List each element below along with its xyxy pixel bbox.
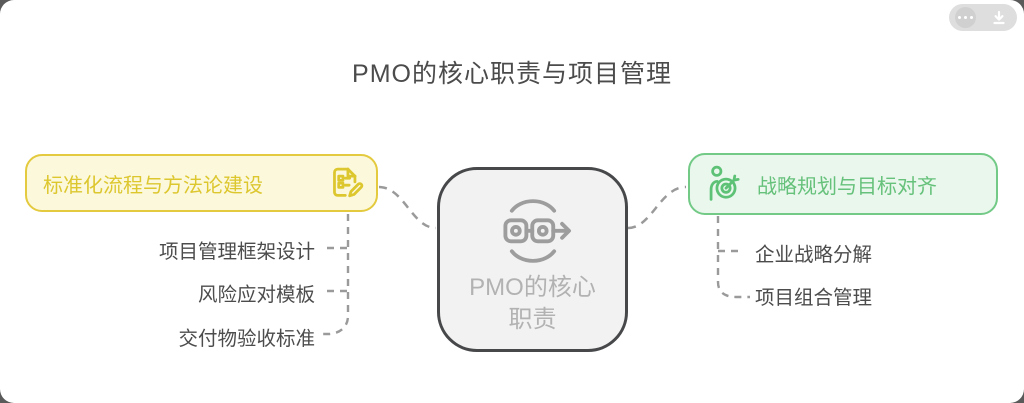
edit-document-icon bbox=[326, 164, 364, 202]
connector-left-center bbox=[378, 185, 437, 230]
connector-center-right bbox=[627, 185, 687, 230]
process-flow-icon bbox=[487, 192, 579, 270]
branch-node-standardization[interactable]: 标准化流程与方法论建设 bbox=[25, 154, 378, 212]
toolbar bbox=[949, 4, 1017, 31]
sub-item-portfolio-management[interactable]: 项目组合管理 bbox=[755, 287, 873, 309]
right-branch-stem bbox=[716, 216, 750, 299]
dot bbox=[963, 15, 968, 20]
branch-label: 标准化流程与方法论建设 bbox=[43, 174, 263, 197]
branch-node-strategy[interactable]: 战略规划与目标对齐 bbox=[688, 153, 998, 215]
sub-item-strategy-decomposition[interactable]: 企业战略分解 bbox=[755, 244, 873, 266]
dot bbox=[957, 15, 962, 20]
center-node-pmo[interactable]: PMO的核心职责 bbox=[437, 167, 628, 352]
goal-target-icon bbox=[704, 163, 744, 205]
dot bbox=[969, 15, 974, 20]
ellipsis-icon[interactable] bbox=[955, 7, 976, 28]
sub-item-risk-template[interactable]: 风险应对模板 bbox=[197, 284, 315, 306]
branch-label: 战略规划与目标对齐 bbox=[757, 175, 937, 198]
center-node-label: PMO的核心职责 bbox=[469, 274, 596, 333]
left-branch-stem bbox=[320, 214, 350, 336]
sub-item-acceptance-standard[interactable]: 交付物验收标准 bbox=[178, 328, 315, 350]
download-icon[interactable] bbox=[987, 6, 1011, 30]
page-title: PMO的核心职责与项目管理 bbox=[352, 60, 672, 88]
sub-item-framework-design[interactable]: 项目管理框架设计 bbox=[158, 241, 315, 263]
